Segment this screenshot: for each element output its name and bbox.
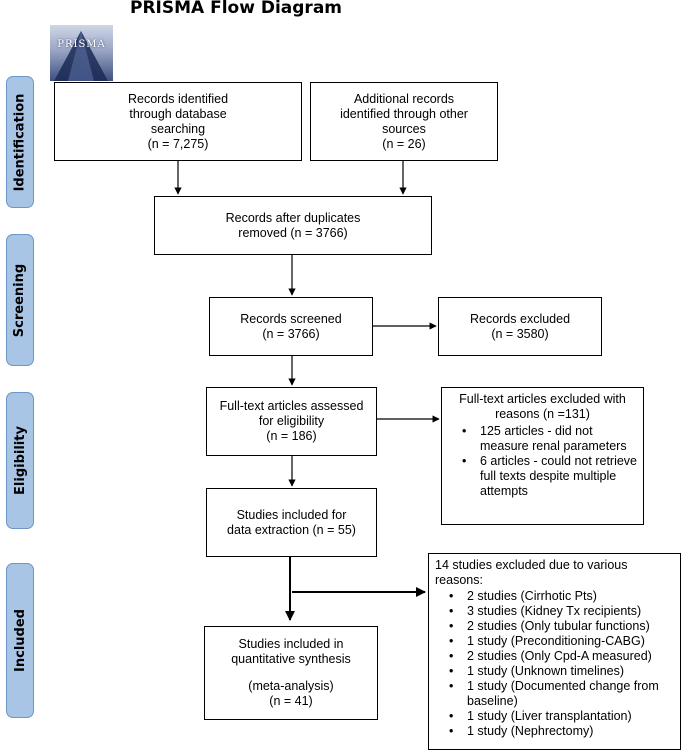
list-item: 1 study (Documented change from baseline… — [435, 679, 674, 709]
box-line: (n = 186) — [266, 429, 317, 443]
box-line: Records excluded — [469, 311, 571, 326]
box-line: through database — [129, 106, 227, 121]
prisma-logo-text: PRISMA — [57, 39, 106, 50]
box-line: 14 studies excluded due to various reaso… — [435, 558, 628, 587]
list-item: 1 study (Unknown timelines) — [435, 664, 674, 679]
box-line: Records after duplicates — [225, 210, 361, 225]
fulltext-assessed-box: Full-text articles assessed for eligibil… — [206, 387, 377, 456]
box-line: data extraction (n = 55) — [227, 522, 356, 537]
box-line: Records screened — [240, 311, 342, 326]
stage-eligibility: Eligibility — [6, 392, 34, 529]
database-records-box: Records identified through database sear… — [54, 82, 302, 161]
stage-screening: Screening — [6, 234, 34, 366]
list-item: 1 study (Nephrectomy) — [435, 724, 674, 739]
list-item: 1 study (Preconditioning-CABG) — [435, 634, 674, 649]
box-line: identified through other — [340, 106, 468, 121]
stage-identification: Identification — [6, 76, 34, 208]
box-line: searching — [150, 121, 206, 136]
box-line: removed (n = 3766) — [238, 225, 348, 240]
fulltext-excluded-list: 125 articles - did not measure renal par… — [448, 424, 637, 499]
box-line: Studies included for — [236, 507, 347, 522]
records-screened-box: Records screened (n = 3766) — [209, 297, 373, 356]
diagram-title: PRISMA Flow Diagram — [130, 0, 343, 18]
data-extraction-box: Studies included for data extraction (n … — [206, 488, 377, 557]
box-line: for eligibility — [258, 414, 325, 428]
list-item: 3 studies (Kidney Tx recipients) — [435, 604, 674, 619]
list-item: 2 studies (Only Cpd-A measured) — [435, 649, 674, 664]
box-line: (n = 7,275) — [147, 136, 209, 151]
box-line: sources — [382, 121, 426, 136]
box-line: Full-text articles excluded with — [459, 392, 626, 406]
box-line: Additional records — [353, 91, 455, 106]
box-line: (n = 3580) — [491, 326, 549, 341]
studies-excluded-box: 14 studies excluded due to various reaso… — [428, 553, 681, 750]
studies-excluded-list: 2 studies (Cirrhotic Pts) 3 studies (Kid… — [435, 589, 674, 739]
box-line: (n = 26) — [382, 136, 426, 151]
duplicates-removed-box: Records after duplicates removed (n = 37… — [154, 196, 432, 255]
fulltext-excluded-box: Full-text articles excluded with reasons… — [441, 387, 644, 525]
list-item: 2 studies (Only tubular functions) — [435, 619, 674, 634]
box-line: (n = 41) — [269, 694, 313, 708]
box-line: Records identified — [127, 91, 229, 106]
prisma-logo: PRISMA — [50, 25, 113, 81]
box-line: quantitative synthesis — [231, 652, 351, 666]
stage-included: Included — [6, 563, 34, 718]
list-item: 1 study (Liver transplantation) — [435, 709, 674, 724]
box-line: Studies included in — [238, 637, 344, 651]
box-line: Full-text articles assessed — [219, 399, 364, 413]
list-item: 6 articles - could not retrieve full tex… — [448, 454, 637, 499]
box-line: reasons (n =131) — [495, 407, 590, 421]
list-item: 125 articles - did not measure renal par… — [448, 424, 637, 454]
prisma-logo-pyramid — [54, 31, 108, 81]
list-item: 2 studies (Cirrhotic Pts) — [435, 589, 674, 604]
other-sources-box: Additional records identified through ot… — [310, 82, 498, 161]
quantitative-synthesis-box: Studies included in quantitative synthes… — [204, 626, 378, 720]
records-excluded-box: Records excluded (n = 3580) — [438, 297, 602, 356]
box-line: (n = 3766) — [262, 326, 320, 341]
box-line: (meta-analysis) — [248, 679, 334, 693]
